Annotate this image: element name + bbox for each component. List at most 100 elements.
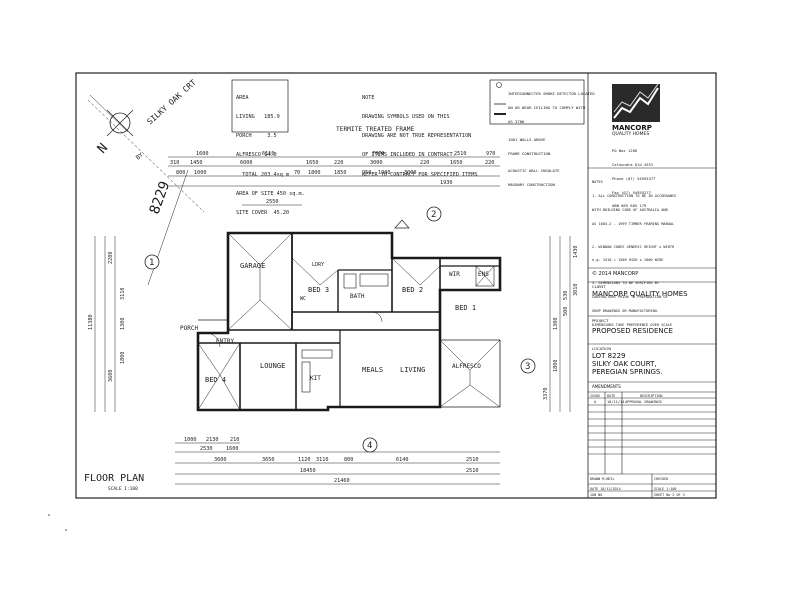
top-dim-3-2: 70 — [294, 170, 300, 176]
top-dim-2-1: 1450 — [190, 160, 203, 166]
top-dim-3-4: 1850 — [334, 170, 347, 176]
note-line: DRAWING SYMBOLS USED ON THIS — [362, 114, 450, 121]
project-label: PROJECT — [592, 318, 609, 323]
top-dim-3-6: 1900 — [378, 170, 391, 176]
contact-line: PO Box 1206 — [612, 148, 638, 154]
bottom-dim-3-1: 3650 — [262, 457, 275, 463]
room-garage: GARAGE — [240, 262, 265, 270]
amend-row-description: APPROVAL DRAWINGS — [625, 400, 662, 404]
top-dim-3-0: 800 — [176, 170, 185, 176]
location-label: LOCATION — [592, 346, 612, 351]
left-dim-2: 1800 — [120, 352, 126, 365]
contact-line: Fax (07) 54955277 — [612, 189, 651, 195]
date-value: 10/11/2014 — [600, 487, 621, 491]
area-row-label: ALFRESCO — [236, 152, 261, 159]
room-entry: ENTRY — [216, 338, 234, 345]
bottom-dim-2-2: 2510 — [466, 457, 479, 463]
left-dim-3: 11380 — [88, 314, 94, 330]
top-dimensions: 1600 6110 7070 2510 970 310 1450 6000 16… — [170, 151, 495, 205]
scale-value: 1:100 — [666, 487, 677, 491]
marker-4: 4 — [367, 441, 372, 451]
contact-line: Phone (07) 54955377 — [612, 175, 656, 181]
area-row-total: TOTAL 203.4sq m — [236, 171, 290, 178]
notes-line: CONTRACTORS PRIOR TO PREPARATION OF — [592, 295, 668, 300]
note-line: OF ITEMS INCLUDED IN CONTRACT. — [362, 152, 456, 159]
area-cover-label: SITE COVER — [236, 210, 268, 217]
room-bed-2: BED 2 — [402, 286, 423, 294]
right-dim-6: 3370 — [543, 388, 549, 401]
top-dim-1-4: 970 — [486, 151, 495, 157]
top-dim-2-2: 6000 — [240, 160, 253, 166]
drawing-border — [75, 72, 589, 499]
company-subname: QUALITY HOMES — [612, 132, 650, 137]
top-dim-2-0: 310 — [170, 160, 179, 166]
amend-row-issue: A — [594, 400, 597, 404]
drawn-field: DRAWN M.NEIL — [590, 476, 615, 482]
amend-row-date: 10/11/14 — [607, 400, 625, 404]
room-bath: BATH — [350, 293, 365, 300]
room-kitchen: KIT — [310, 375, 321, 382]
title-block-lines — [588, 167, 716, 498]
notes-heading: NOTES — [592, 180, 603, 185]
left-dim-5: 2200 — [108, 252, 114, 265]
plan-title: FLOOR PLAN — [84, 473, 144, 484]
area-site-label: AREA OF SITE — [236, 190, 274, 197]
top-dim-3-3: 1800 — [308, 170, 321, 176]
company-logo — [612, 83, 660, 122]
right-dimensions: 1430 3010 530 500 1300 1800 3370 — [543, 246, 579, 401]
termite-label: TERMITE TREATED FRAME — [336, 126, 415, 133]
legend-line: 1001 WALLS ABOVE — [508, 136, 546, 142]
notes-line: 2. WINDOW CODES GENERIC HEIGHT x WIDTH — [592, 244, 675, 249]
left-dimensions: 3110 1300 1800 11380 3600 2200 — [88, 252, 126, 383]
top-dim-3-5: 950 — [362, 170, 371, 176]
area-row-porch: PORCH 3.5 — [236, 133, 286, 139]
area-row-label: LIVING — [236, 114, 255, 121]
legend-line: ON OR NEAR CEILING TO COMPLY WITH — [508, 104, 586, 110]
right-dim-0: 1430 — [573, 246, 579, 259]
bottom-dim-3-0: 3600 — [214, 457, 227, 463]
notes-line: AS 1684.2 - 1999 TIMBER FRAMING MANUAL — [592, 221, 675, 226]
checked-field: CHECKED — [654, 477, 669, 481]
sheet-value: 2 OF 3 — [672, 493, 685, 497]
bottom-dim-3-3: 3110 — [316, 457, 329, 463]
room-ens: ENS — [478, 271, 489, 278]
area-site-value: 450 sq.m. — [276, 190, 305, 197]
project-name: PROPOSED RESIDENCE — [592, 327, 673, 335]
overall-dim: 21460 — [334, 478, 350, 484]
top-dim-3-7: 3000 — [404, 170, 417, 176]
right-dim-5: 1800 — [553, 360, 559, 373]
notes-line: 3. DIMENSIONS TO BE VERIFIED BY — [592, 281, 660, 286]
notes-line: e.g. 1518 = 1500 HIGH x 1800 WIDE — [592, 258, 664, 263]
job-field: JOB NO — [590, 493, 603, 497]
marker-3: 3 — [525, 362, 530, 372]
top-dim-2-7: 1650 — [450, 160, 463, 166]
top-dim-2-5: 3000 — [370, 160, 383, 166]
lot-number: 8229 — [147, 179, 174, 216]
top-dim-1-1: 6110 — [262, 151, 275, 157]
area-total-value: 203.4sq m — [261, 171, 290, 178]
room-living: LIVING — [400, 366, 425, 374]
scale-field: SCALE 1:100 — [654, 486, 676, 492]
top-dimension-lines — [168, 156, 500, 206]
top-dim-2-4: 220 — [334, 160, 343, 166]
top-dim-2-6: 220 — [420, 160, 429, 166]
building-walls — [196, 231, 502, 412]
location-line: SILKY OAK COURT, — [592, 360, 657, 369]
note-line: REFER TO CONTRACT FOR SPECIFIED ITEMS — [362, 171, 478, 178]
area-row-label: PORCH — [236, 133, 252, 140]
right-dim-2: 530 — [563, 291, 569, 300]
area-cover-value: 45.20 — [273, 210, 290, 217]
room-wc: WC — [300, 296, 306, 302]
top-dim-3-1: 1000 — [194, 170, 207, 176]
drawn-label: DRAWN — [590, 477, 601, 481]
bottom-dim-2-1: 1600 — [226, 446, 239, 452]
bottom-dim-1-1: 2130 — [206, 437, 219, 443]
sheet-label: SHEET No — [654, 493, 671, 497]
bottom-dim-1-0: 1000 — [184, 437, 197, 443]
plan-scale: SCALE 1:100 — [108, 486, 138, 492]
date-field: DATE 10/11/2014 — [590, 486, 621, 492]
amend-header-date: DATE — [607, 394, 616, 398]
area-total-label: TOTAL — [242, 171, 258, 178]
notes-line: SHOP DRAWINGS OR MANUFACTURING. — [592, 308, 660, 313]
scale-label: SCALE — [654, 487, 665, 491]
